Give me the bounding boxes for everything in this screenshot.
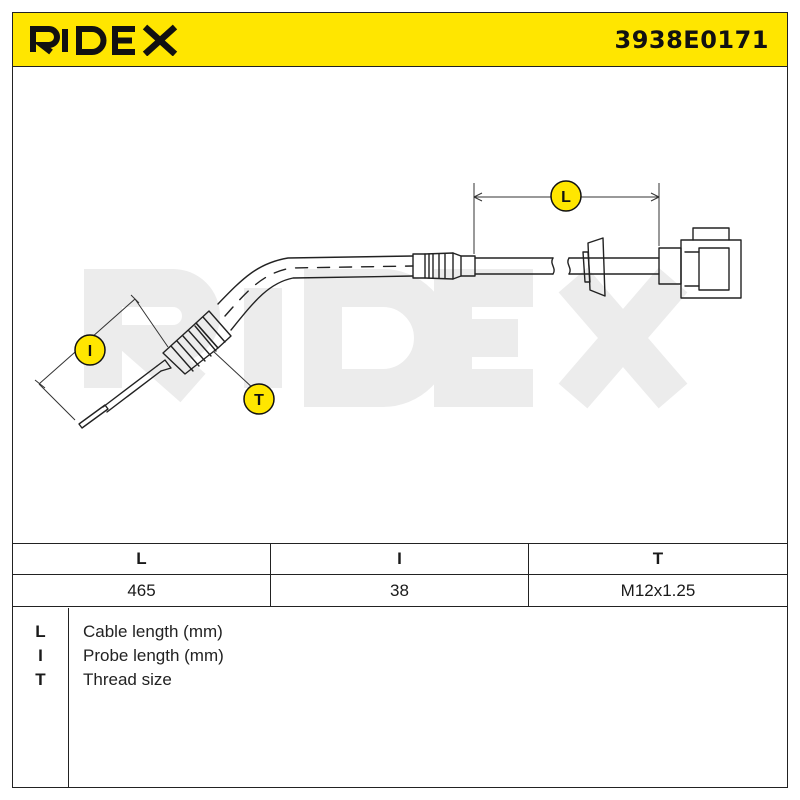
svg-text:T: T: [254, 392, 264, 409]
legend-row: L Cable length (mm): [13, 620, 787, 644]
header-bar: 3938E0171: [13, 13, 787, 67]
dimension-marker-i: I: [74, 334, 106, 366]
dimension-marker-t: T: [243, 383, 275, 415]
legend-divider: [68, 608, 69, 787]
legend-key: I: [38, 646, 43, 665]
legend-text: Probe length (mm): [83, 646, 224, 665]
spec-header-i: I: [271, 544, 529, 574]
product-sheet: 3938E0171: [12, 12, 788, 788]
legend-text: Thread size: [83, 670, 172, 689]
dimension-marker-l: L: [550, 180, 582, 212]
legend-key: L: [35, 622, 46, 641]
spec-value-t: M12x1.25: [620, 580, 696, 600]
legend-row: T Thread size: [13, 668, 787, 692]
technical-drawing: L I T: [13, 68, 787, 543]
legend: L Cable length (mm) I Probe length (mm) …: [13, 608, 787, 787]
probe-tip: [78, 404, 109, 429]
brand-logo: [29, 24, 189, 61]
legend-text: Cable length (mm): [83, 622, 223, 641]
spec-header-row: L I T: [13, 543, 787, 575]
svg-text:L: L: [561, 189, 571, 206]
bent-tube: [217, 255, 414, 305]
spec-header-t: T: [652, 549, 664, 568]
spec-table: L I T 465 38 M12x1.25: [13, 543, 787, 608]
svg-text:I: I: [88, 343, 92, 360]
watermark-logo: [84, 267, 688, 409]
hex-nut: [195, 310, 232, 349]
crimp-sleeve: [412, 253, 426, 279]
spec-value-l: 465: [13, 575, 271, 606]
part-number: 3938E0171: [614, 26, 769, 54]
spec-value-row: 465 38 M12x1.25: [13, 575, 787, 607]
legend-key: T: [35, 670, 46, 689]
spec-value-i: 38: [271, 575, 529, 606]
spec-header-l: L: [13, 544, 271, 574]
legend-row: I Probe length (mm): [13, 644, 787, 668]
cable: [474, 257, 554, 275]
